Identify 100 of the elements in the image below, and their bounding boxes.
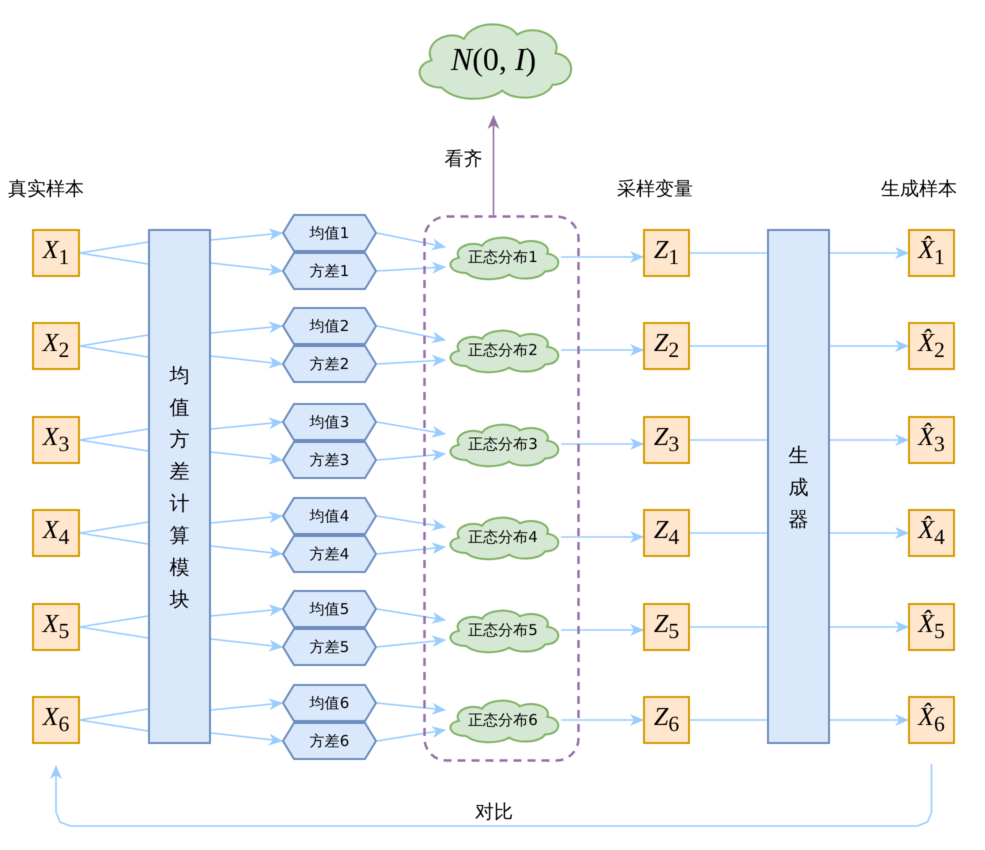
dashed-group-box [423, 215, 580, 762]
arrow [830, 247, 909, 259]
connector-line [80, 521, 148, 534]
generator-box [767, 229, 830, 744]
hexagon-node [282, 497, 377, 535]
arrow [376, 354, 446, 367]
arrow [210, 417, 283, 430]
sample-box [32, 603, 80, 651]
arrow [210, 638, 283, 652]
arrow [210, 511, 283, 524]
node-label: 均值方差计算模块 [170, 362, 190, 612]
arrow [376, 726, 446, 742]
connector-line [80, 532, 148, 545]
variable-box [643, 509, 690, 557]
variable-box [643, 229, 690, 277]
arrow [560, 438, 644, 450]
arrow [210, 355, 283, 368]
generated-sample-box [908, 229, 955, 277]
column-heading: 真实样本 [8, 177, 84, 202]
connector-line [690, 345, 767, 347]
column-heading: 采样变量 [617, 177, 693, 202]
connector-line [80, 719, 148, 732]
arrow [830, 527, 909, 539]
node-label: 方差5 [310, 638, 350, 656]
node-label: 方差1 [310, 262, 350, 280]
node-label: Z$_{4}$ [654, 515, 680, 551]
node-label: X̂$_{1}$ [918, 235, 945, 271]
arrow [376, 542, 446, 555]
node-label: Z$_{1}$ [654, 235, 680, 271]
sample-box [32, 509, 80, 557]
connector-line [80, 241, 148, 254]
node-label: 方差3 [310, 450, 350, 470]
node-label: Z$_{5}$ [654, 609, 680, 645]
node-label: 均值3 [310, 412, 350, 432]
variable-box [643, 603, 690, 651]
variable-box [643, 322, 690, 370]
hexagon-node [282, 345, 377, 383]
hexagon-node [282, 722, 377, 760]
connector-line [80, 708, 148, 721]
connector-line [80, 439, 148, 452]
connector-line [690, 626, 767, 628]
node-label: 均值4 [310, 506, 350, 526]
arrow [210, 321, 283, 334]
node-label: 均值1 [310, 224, 350, 242]
arrow [376, 608, 446, 624]
arrow [376, 449, 446, 462]
hexagon-node [282, 307, 377, 345]
arrow [830, 340, 909, 352]
connector-line [80, 615, 148, 628]
node-label: 正态分布1 [468, 248, 538, 266]
hexagon-node [282, 590, 377, 628]
node-label: 正态分布5 [468, 620, 538, 640]
arrow [210, 698, 283, 711]
generated-sample-box [908, 696, 955, 744]
hexagon-node [282, 214, 377, 252]
sample-box [32, 322, 80, 370]
arrow [560, 344, 644, 356]
node-label: Z$_{3}$ [654, 422, 680, 458]
connector-line [690, 532, 767, 534]
connector-line [80, 252, 148, 265]
node-label: 生成器 [788, 442, 808, 532]
arrow [376, 635, 446, 648]
variable-box [643, 416, 690, 464]
arrow [376, 325, 446, 344]
sample-box [32, 416, 80, 464]
arrow [210, 228, 283, 241]
generated-sample-box [908, 509, 955, 557]
column-heading: 生成样本 [881, 177, 957, 202]
arrow [376, 702, 446, 715]
arrow [376, 232, 446, 250]
node-label: X$_{2}$ [42, 328, 70, 364]
connector-line [690, 252, 767, 254]
node-label: X̂$_{4}$ [918, 515, 945, 551]
generated-sample-box [908, 603, 955, 651]
arrow [560, 531, 644, 543]
arrow [830, 434, 909, 446]
hexagon-node [282, 441, 377, 479]
connector-line [80, 428, 148, 441]
hexagon-node [282, 403, 377, 441]
generated-sample-box [908, 322, 955, 370]
node-label: X$_{6}$ [42, 702, 70, 738]
node-label: X$_{1}$ [42, 235, 70, 271]
arrow [560, 624, 644, 636]
arrow [50, 764, 932, 827]
node-label: X$_{5}$ [42, 609, 70, 645]
arrow [376, 515, 446, 531]
node-label: 均值6 [310, 694, 350, 712]
connector-line [80, 334, 148, 347]
sample-box [32, 696, 80, 744]
arrow [210, 604, 283, 617]
node-label: 均值2 [310, 316, 350, 336]
arrow [376, 262, 446, 274]
arrow [210, 451, 283, 464]
arrow [210, 262, 283, 276]
node-label: X̂$_{5}$ [918, 609, 945, 645]
node-label: 正态分布4 [468, 528, 538, 546]
node-label: 正态分布6 [468, 710, 538, 730]
node-label: X$_{3}$ [42, 422, 70, 458]
node-label: 正态分布2 [468, 340, 538, 360]
node-label: 均值5 [310, 600, 350, 618]
